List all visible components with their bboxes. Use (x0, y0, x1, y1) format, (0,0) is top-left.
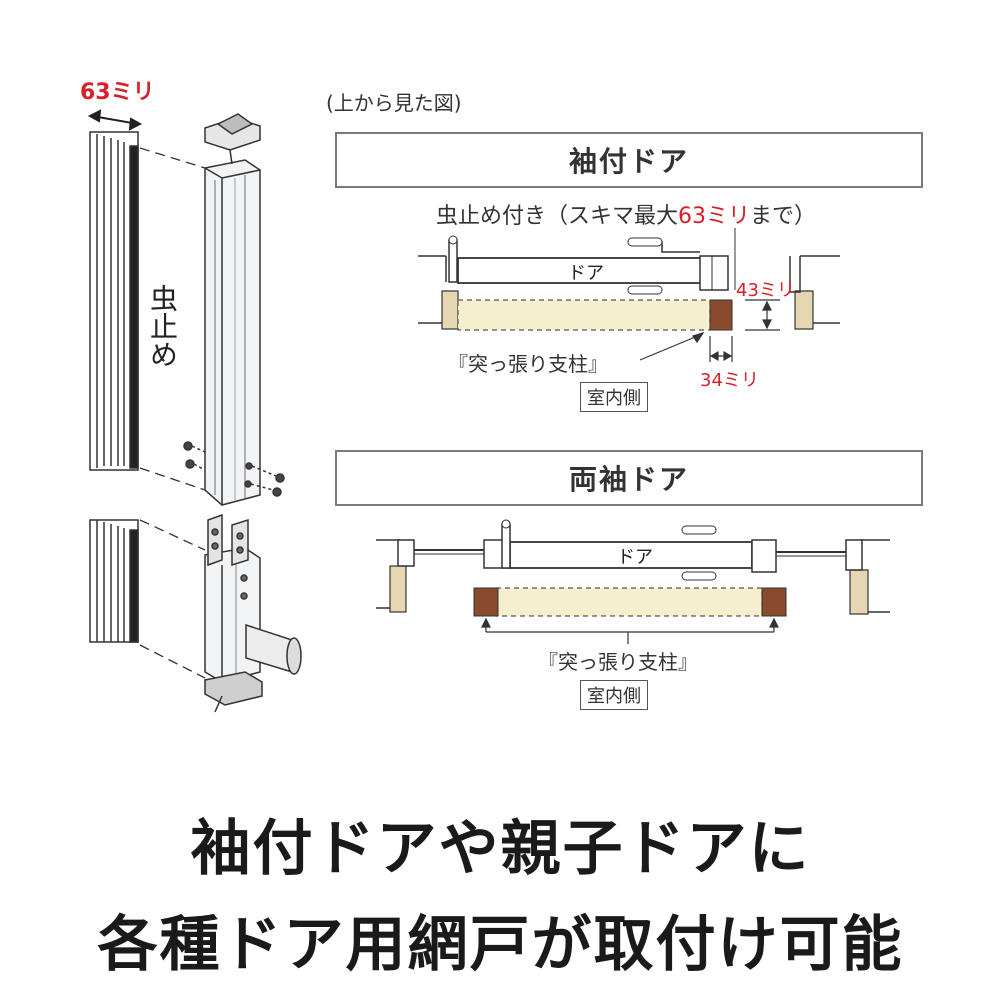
sode-door-note: 虫止め付き（スキマ最大63ミリまで） (436, 198, 816, 230)
sode-door-note-prefix: 虫止め付き（スキマ最大 (436, 204, 679, 229)
dim-43mm: 43ミリ (736, 280, 795, 301)
dim-34mm: 34ミリ (700, 370, 759, 391)
sode-door-note-red: 63ミリ (678, 204, 751, 229)
ryo-indoor-label: 室内側 (580, 680, 648, 710)
sode-indoor-label: 室内側 (580, 382, 648, 412)
sode-door-label: ドア (568, 263, 604, 284)
ryo-post-label: 『突っ張り支柱』 (538, 650, 698, 674)
sode-door-plan (418, 228, 840, 362)
sode-door-note-suffix: まで） (750, 204, 817, 229)
ryo-door-plan (376, 519, 890, 644)
ryo-door-label: ドア (617, 547, 653, 568)
view-note: (上から見た図) (326, 91, 462, 115)
mesh-panel-bottom (89, 519, 139, 643)
headline-line-2: 各種ドア用網戸が取付け可能 (97, 910, 904, 980)
support-post-bottom (204, 513, 302, 713)
width-63mm-label: 63ミリ (80, 80, 155, 105)
support-post-top (183, 113, 285, 506)
insect-stop-label: 虫止め (146, 284, 179, 368)
mesh-panel-top (89, 131, 139, 471)
sode-door-title: 袖付ドア (335, 132, 923, 188)
ryo-door-title: 両袖ドア (335, 450, 923, 506)
headline-line-1: 袖付ドアや親子ドアに (190, 814, 811, 884)
sode-post-label: 『突っ張り支柱』 (448, 352, 608, 376)
